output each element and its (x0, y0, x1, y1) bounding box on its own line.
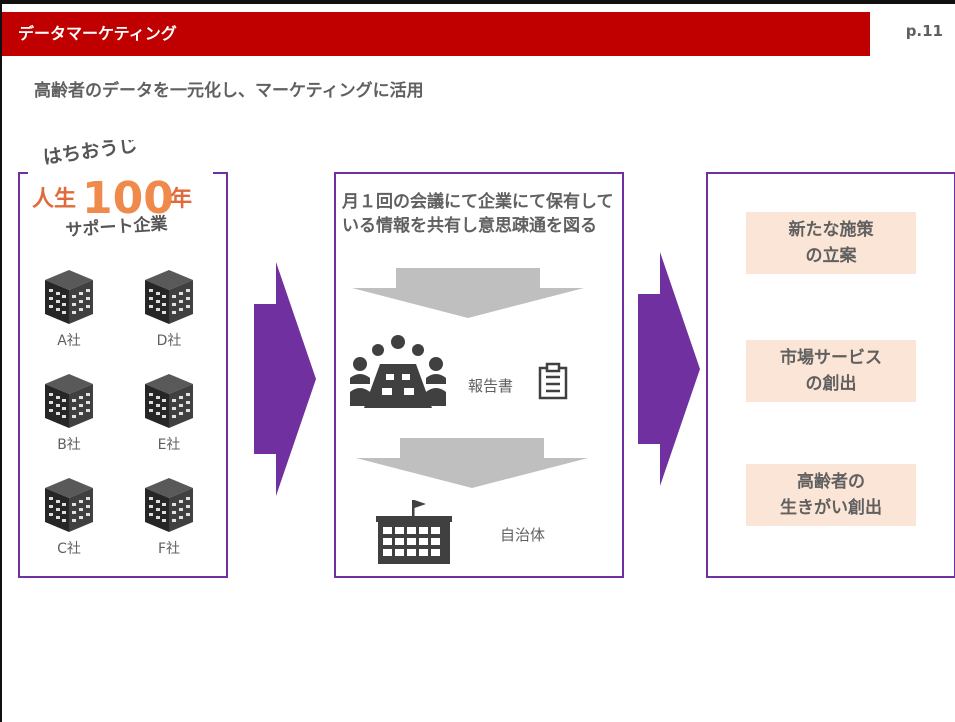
down-arrow-1 (352, 268, 584, 318)
building-icon (45, 374, 93, 428)
logo-line2b: 年 (170, 186, 192, 212)
outcome-market-service: 市場サービス の創出 (746, 340, 916, 402)
building-icon (45, 478, 93, 532)
page-number: p.11 (905, 22, 943, 40)
meeting-table-icon (350, 335, 446, 408)
flow-arrow-1 (254, 262, 316, 496)
company-c: C社 (38, 470, 100, 558)
logo-number: 100 (82, 173, 174, 224)
company-a: A社 (38, 262, 100, 350)
company-label: E社 (157, 437, 181, 453)
report-label: 報告書 (468, 377, 514, 395)
slide-subtitle: 高齢者のデータを一元化し、マーケティングに活用 (34, 81, 424, 101)
city-hall-icon (376, 500, 452, 564)
logo-line3: サポート企業 (65, 213, 168, 241)
company-e: E社 (138, 366, 200, 454)
outcome-new-policy: 新たな施策 の立案 (746, 212, 916, 274)
outcome-elderly-purpose: 高齢者の 生きがい創出 (746, 464, 916, 526)
building-icon (145, 270, 193, 324)
frame-top-border (0, 0, 955, 4)
building-icon (145, 478, 193, 532)
down-arrow-2 (356, 438, 588, 488)
logo-line1: はちおうじ (42, 140, 139, 169)
company-f: F社 (138, 470, 200, 558)
logo-line2a: 人生 (32, 187, 76, 212)
meeting-description: 月１回の会議にて企業にて保有している情報を共有し意思疎通を図る (342, 192, 614, 236)
company-label: D社 (156, 333, 182, 349)
flow-arrow-2 (638, 252, 700, 486)
company-label: B社 (57, 437, 81, 453)
company-label: A社 (57, 333, 81, 349)
report-document-icon (538, 362, 568, 400)
hachioji-100-logo: はちおうじ 人生 100 年 サポート企業 (28, 134, 213, 245)
slide-title: データマーケティング (18, 24, 177, 43)
company-label: F社 (157, 541, 181, 557)
building-icon (145, 374, 193, 428)
company-b: B社 (38, 366, 100, 454)
company-d: D社 (138, 262, 200, 350)
title-bar: データマーケティング (2, 12, 870, 56)
government-label: 自治体 (500, 526, 546, 544)
building-icon (45, 270, 93, 324)
company-label: C社 (57, 541, 81, 557)
frame-left-border (0, 0, 2, 722)
